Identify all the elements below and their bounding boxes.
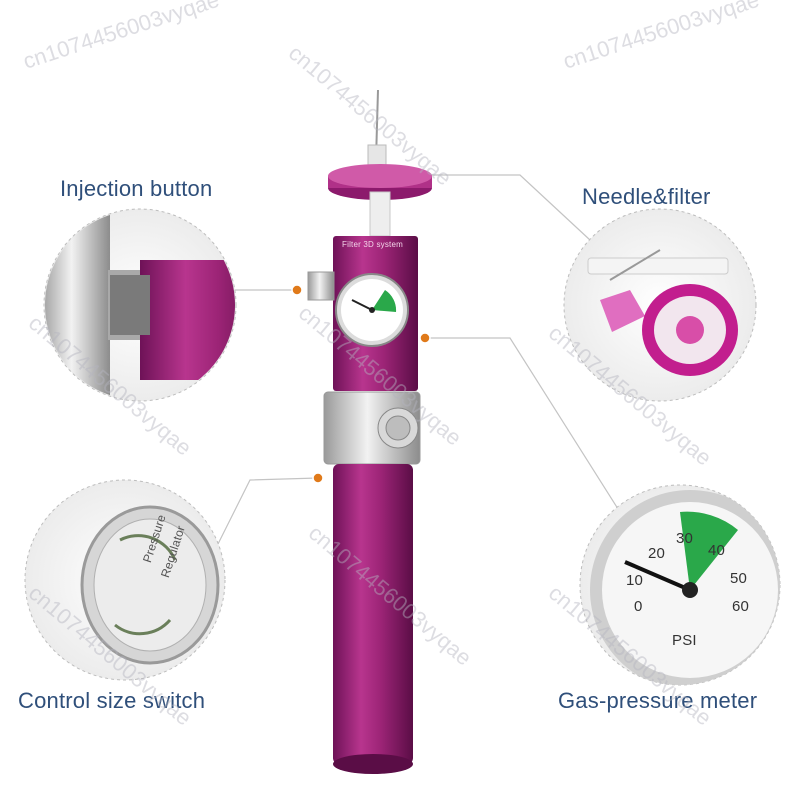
label-gas-pressure-meter: Gas-pressure meter (558, 688, 758, 713)
gauge-tick-60: 60 (732, 598, 750, 615)
gauge-unit: PSI (672, 632, 697, 649)
gauge-tick-50: 50 (730, 570, 748, 587)
gauge-tick-30: 30 (676, 530, 694, 547)
detail-needle-filter (563, 208, 757, 402)
label-control-size-switch: Control size switch (18, 688, 206, 713)
detail-injection-button (43, 208, 237, 402)
detail-gas-pressure-meter (579, 484, 781, 686)
gauge-tick-20: 20 (648, 545, 666, 562)
gauge-tick-10: 10 (626, 572, 644, 589)
label-needle-filter: Needle&filter (582, 184, 711, 209)
gauge-tick-40: 40 (708, 542, 726, 559)
callout-dots (291, 169, 431, 484)
gauge-tick-0: 0 (634, 598, 643, 615)
label-injection-button: Injection button (60, 176, 213, 201)
device (307, 89, 432, 774)
device-top-label: Filter 3D system (342, 240, 403, 249)
detail-control-switch (24, 479, 226, 681)
